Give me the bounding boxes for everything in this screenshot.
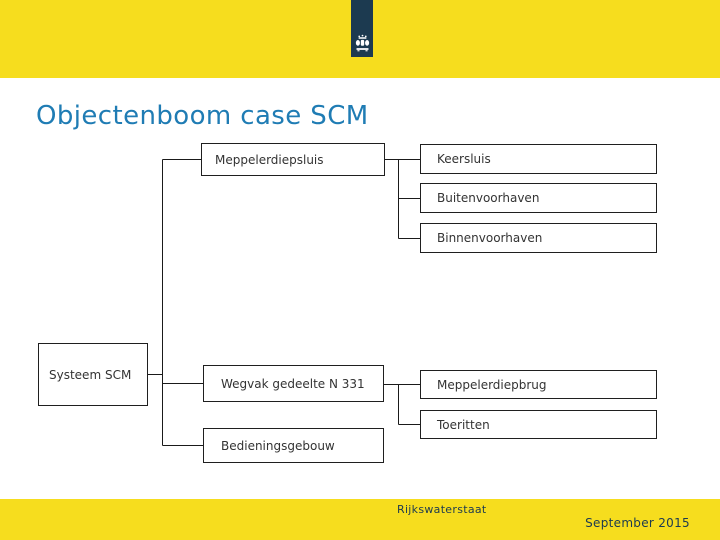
footer-date: September 2015 <box>585 516 690 530</box>
tree-node-toeritten: Toeritten <box>420 410 657 439</box>
tree-node-systeem-scm: Systeem SCM <box>38 343 148 406</box>
rijksoverheid-logo-banner <box>351 0 373 57</box>
tree-node-wegvak-gedeelte-n331: Wegvak gedeelte N 331 <box>203 365 384 402</box>
tree-node-meppelerdiepbrug: Meppelerdiepbrug <box>420 370 657 399</box>
slide-title: Objectenboom case SCM <box>36 101 369 131</box>
tree-node-bedieningsgebouw: Bedieningsgebouw <box>203 428 384 463</box>
tree-node-buitenvoorhaven: Buitenvoorhaven <box>420 183 657 213</box>
tree-node-keersluis: Keersluis <box>420 144 657 174</box>
rijksoverheid-emblem-icon <box>355 34 369 52</box>
header-bar <box>0 0 720 78</box>
tree-node-meppelerdiepsluis: Meppelerdiepsluis <box>201 143 385 176</box>
footer-organization: Rijkswaterstaat <box>397 503 487 516</box>
footer-bar: Rijkswaterstaat September 2015 <box>0 499 720 540</box>
tree-node-binnenvoorhaven: Binnenvoorhaven <box>420 223 657 253</box>
